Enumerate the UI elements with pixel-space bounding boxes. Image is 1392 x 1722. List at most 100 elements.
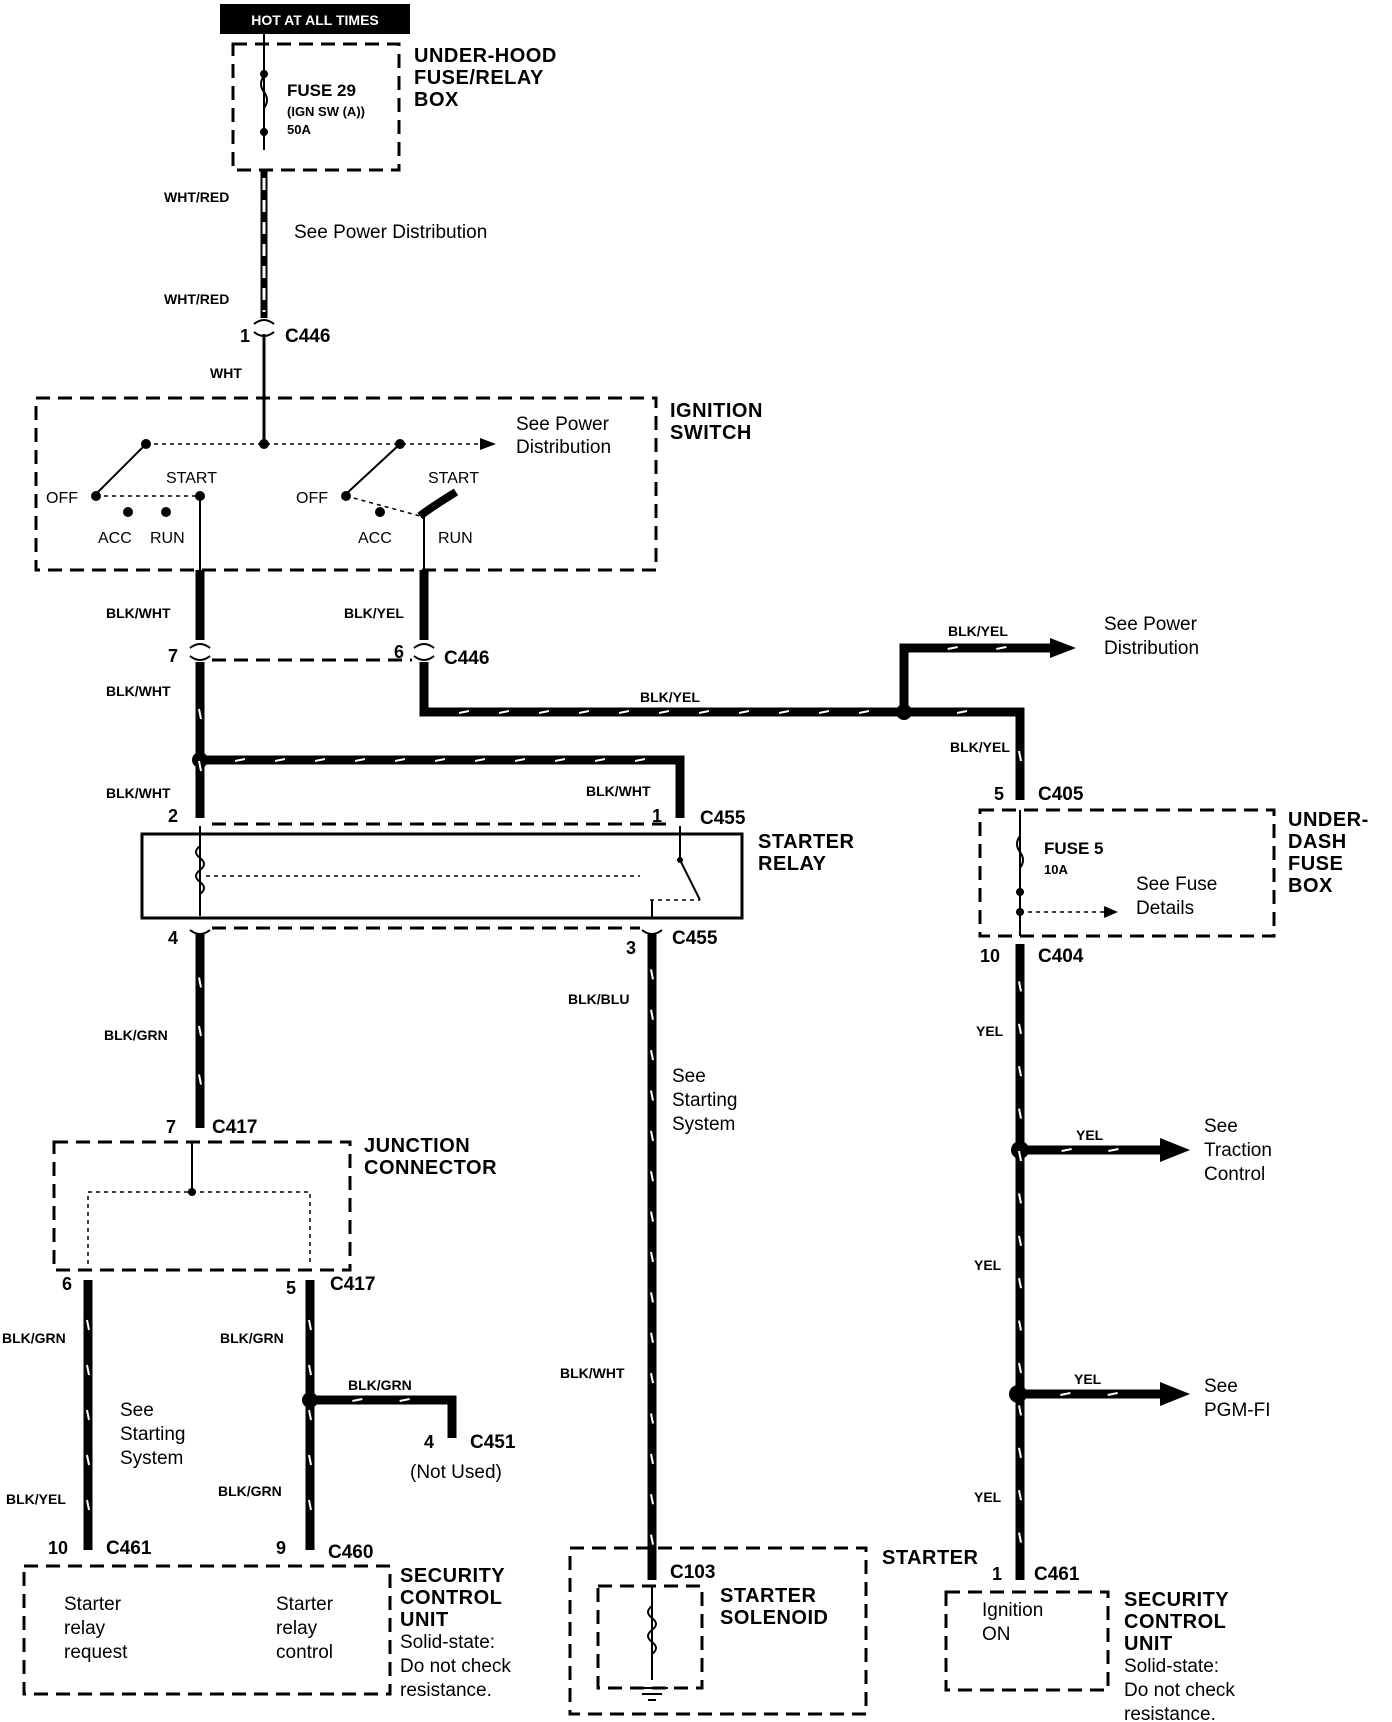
wire-hatch — [434, 758, 446, 762]
svg-text:See: See — [1204, 1376, 1238, 1397]
wire-hatch — [738, 710, 750, 714]
svg-text:SWITCH: SWITCH — [670, 422, 752, 444]
svg-text:4: 4 — [168, 928, 178, 948]
svg-text:C461: C461 — [106, 1538, 152, 1559]
wire-hatch — [554, 758, 566, 762]
starter-relay: 2 1 C455 STARTER RELAY 4 3 C455 — [140, 806, 855, 958]
wire-hatch — [1018, 1023, 1022, 1034]
svg-text:See: See — [672, 1066, 706, 1087]
wire-hatch — [650, 1292, 654, 1303]
svg-text:10A: 10A — [1044, 862, 1068, 877]
wire-hatch — [86, 1454, 90, 1466]
svg-text:relay: relay — [276, 1618, 318, 1639]
svg-text:UNDER-HOOD: UNDER-HOOD — [414, 45, 557, 67]
svg-text:BLK/YEL: BLK/YEL — [950, 739, 1010, 755]
svg-text:YEL: YEL — [1076, 1127, 1104, 1143]
svg-text:C417: C417 — [330, 1274, 375, 1295]
wire-hatch — [1018, 1320, 1022, 1331]
svg-text:5: 5 — [286, 1278, 296, 1298]
wire-hatch — [394, 758, 406, 762]
svg-text:Distribution: Distribution — [516, 437, 611, 458]
wire-hatch — [578, 710, 590, 714]
svg-text:6: 6 — [394, 642, 404, 662]
svg-text:request: request — [64, 1642, 128, 1663]
wire-hatch — [538, 710, 550, 714]
wire-hatch — [86, 1499, 90, 1511]
wire-hatch — [858, 710, 870, 714]
svg-text:JUNCTION: JUNCTION — [364, 1135, 470, 1157]
wire-hatch — [198, 977, 202, 988]
wires-from-ignition: BLK/WHT BLK/YEL 7 6 C446 BLK/WHT BLK/YEL… — [106, 570, 1199, 818]
svg-text:C461: C461 — [1034, 1564, 1080, 1585]
wire-hatch — [314, 758, 326, 762]
wire-hatch — [650, 1049, 654, 1061]
svg-text:Starter: Starter — [276, 1594, 334, 1615]
underdash-fuse-box: 5 C405 UNDER- DASH FUSE BOX FUSE 5 10A S… — [978, 784, 1368, 967]
svg-text:See Power: See Power — [1104, 614, 1198, 635]
wire-hatch — [514, 758, 526, 762]
svg-text:FUSE 29: FUSE 29 — [287, 81, 356, 100]
wire-hatch — [650, 1009, 654, 1020]
wire-hatch — [996, 646, 1007, 650]
security-control-unit-right: SECURITY CONTROL UNIT Solid-state: Do no… — [944, 1589, 1235, 1722]
wire-hatch — [86, 1319, 90, 1331]
wire-hatch — [1108, 1148, 1119, 1152]
svg-text:Details: Details — [1136, 898, 1194, 919]
wire-hatch — [234, 758, 246, 762]
svg-text:YEL: YEL — [1074, 1371, 1102, 1387]
svg-text:C455: C455 — [672, 928, 718, 949]
hot-at-all-times-banner: HOT AT ALL TIMES — [220, 4, 410, 34]
wire-hatch — [308, 1454, 312, 1466]
wire-hatch — [198, 1025, 202, 1037]
svg-text:IGNITION: IGNITION — [670, 400, 763, 422]
svg-text:1: 1 — [240, 326, 250, 346]
svg-text:WHT/RED: WHT/RED — [164, 291, 229, 307]
svg-text:Traction: Traction — [1204, 1140, 1272, 1161]
svg-text:FUSE/RELAY: FUSE/RELAY — [414, 67, 544, 89]
svg-text:YEL: YEL — [974, 1489, 1002, 1505]
svg-text:START: START — [166, 470, 217, 487]
svg-text:ACC: ACC — [358, 530, 392, 547]
svg-text:10: 10 — [980, 946, 1000, 966]
underhood-fuse-box: FUSE 29 (IGN SW (A)) 50A UNDER-HOOD FUSE… — [231, 34, 557, 172]
wire-hatch — [658, 710, 670, 714]
wire-to-starter: BLK/BLU See Starting System BLK/WHT C103 — [560, 934, 737, 1583]
svg-text:See Power Distribution: See Power Distribution — [294, 222, 487, 243]
svg-text:C455: C455 — [700, 808, 746, 829]
svg-text:BLK/GRN: BLK/GRN — [218, 1483, 282, 1499]
wire-hatch — [1107, 1392, 1118, 1396]
svg-text:System: System — [120, 1448, 183, 1469]
wire-hatch — [352, 1398, 363, 1402]
svg-text:BLK/YEL: BLK/YEL — [344, 605, 404, 621]
svg-text:resistance.: resistance. — [400, 1680, 492, 1701]
svg-text:Starting: Starting — [672, 1090, 737, 1111]
svg-text:Do not check: Do not check — [400, 1656, 511, 1677]
svg-text:STARTER: STARTER — [758, 831, 855, 853]
svg-text:Do not check: Do not check — [1124, 1680, 1235, 1701]
svg-text:STARTER: STARTER — [882, 1547, 979, 1569]
svg-text:BOX: BOX — [1288, 875, 1333, 897]
wire-hatch — [1018, 1150, 1022, 1162]
svg-text:BLK/GRN: BLK/GRN — [104, 1027, 168, 1043]
svg-text:C404: C404 — [1038, 946, 1084, 967]
wire-hatch — [650, 1453, 654, 1465]
svg-text:See: See — [1204, 1116, 1238, 1137]
wire-hatch — [594, 758, 606, 762]
svg-text:Distribution: Distribution — [1104, 638, 1199, 659]
wire-hatch — [1061, 1148, 1072, 1152]
wire-hatch — [778, 710, 790, 714]
svg-text:C451: C451 — [470, 1432, 516, 1453]
svg-text:C405: C405 — [1038, 784, 1084, 805]
svg-text:RELAY: RELAY — [758, 853, 827, 875]
wire-hatch — [1060, 1392, 1071, 1396]
svg-text:2: 2 — [168, 806, 178, 826]
svg-text:50A: 50A — [287, 122, 311, 137]
wire-hatch — [650, 1130, 654, 1142]
wire-hatch — [498, 710, 510, 714]
svg-text:BLK/WHT: BLK/WHT — [106, 605, 171, 621]
wire-hatch — [1018, 1532, 1022, 1543]
svg-text:C460: C460 — [328, 1542, 373, 1563]
wire-hatch — [274, 758, 286, 762]
svg-text:4: 4 — [424, 1432, 434, 1452]
